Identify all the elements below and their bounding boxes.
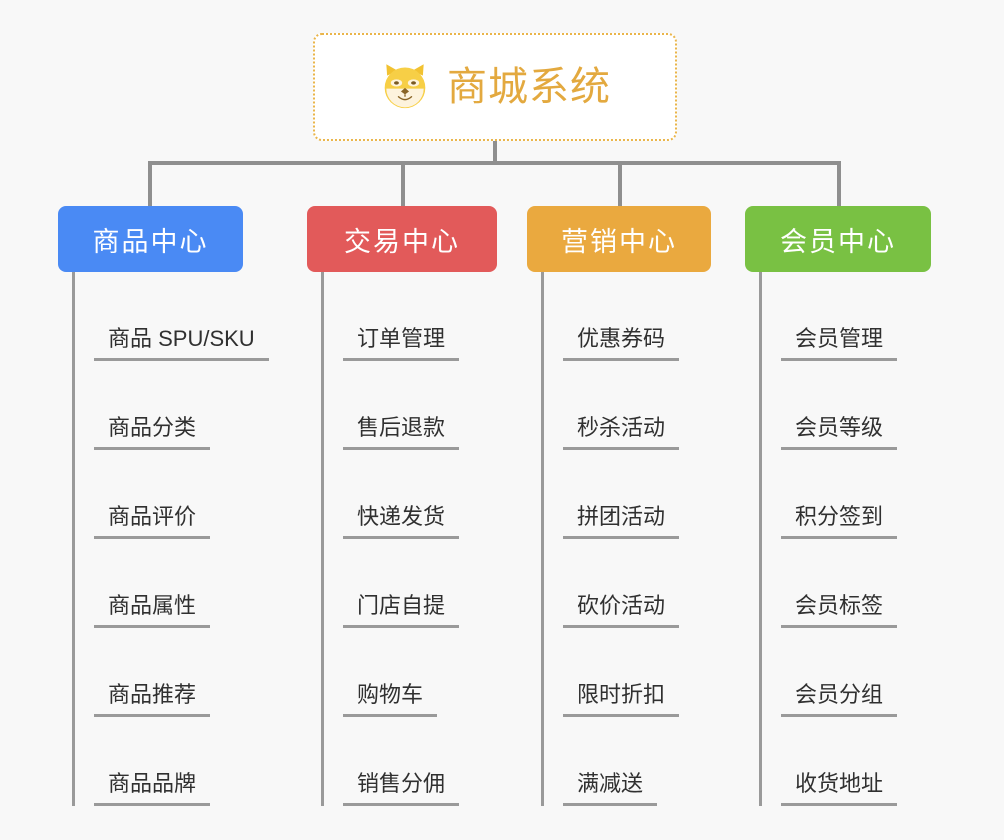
leaf-list-3: 优惠券码 秒杀活动 拼团活动 砍价活动 限时折扣 满减送: [527, 272, 742, 806]
branch-label-3: 营销中心: [561, 226, 677, 257]
leaf-label: 优惠券码: [563, 326, 680, 361]
leaf-item[interactable]: 收货地址: [759, 717, 960, 806]
shiba-dog-face-icon: [379, 61, 431, 113]
leaf-label: 会员管理: [781, 326, 898, 361]
leaf-label: 售后退款: [343, 415, 460, 450]
leaf-item[interactable]: 销售分佣: [321, 717, 522, 806]
leaf-label: 门店自提: [343, 593, 460, 628]
leaf-label: 购物车: [343, 682, 438, 717]
branch-column-1: 商品中心 商品 SPU/SKU 商品分类 商品评价 商品属性 商品推荐 商品品牌: [58, 206, 298, 806]
branch-column-2: 交易中心 订单管理 售后退款 快递发货 门店自提 购物车 销售分佣: [307, 206, 522, 806]
leaf-spine-4: [759, 272, 762, 806]
leaf-item[interactable]: 商品推荐: [72, 628, 298, 717]
leaf-item[interactable]: 拼团活动: [541, 450, 742, 539]
connector-drop-4: [837, 161, 841, 208]
connector-root-stem: [493, 141, 497, 164]
leaf-label: 订单管理: [343, 326, 460, 361]
leaf-list-1: 商品 SPU/SKU 商品分类 商品评价 商品属性 商品推荐 商品品牌: [58, 272, 298, 806]
leaf-label: 商品 SPU/SKU: [94, 326, 269, 361]
leaf-label: 商品分类: [94, 415, 211, 450]
leaf-item[interactable]: 购物车: [321, 628, 522, 717]
leaf-label: 快递发货: [343, 504, 460, 539]
leaf-spine-1: [72, 272, 75, 806]
connector-drop-3: [618, 161, 622, 208]
leaf-item[interactable]: 会员等级: [759, 361, 960, 450]
leaf-item[interactable]: 快递发货: [321, 450, 522, 539]
leaf-label: 秒杀活动: [563, 415, 680, 450]
leaf-label: 会员等级: [781, 415, 898, 450]
leaf-item[interactable]: 售后退款: [321, 361, 522, 450]
branch-label-1: 商品中心: [92, 226, 209, 257]
connector-drop-1: [148, 161, 152, 208]
leaf-spine-2: [321, 272, 324, 806]
branch-column-3: 营销中心 优惠券码 秒杀活动 拼团活动 砍价活动 限时折扣 满减送: [527, 206, 742, 806]
leaf-item[interactable]: 会员标签: [759, 539, 960, 628]
leaf-label: 限时折扣: [563, 682, 680, 717]
leaf-item[interactable]: 秒杀活动: [541, 361, 742, 450]
root-node[interactable]: 商城系统: [313, 33, 677, 141]
branch-column-4: 会员中心 会员管理 会员等级 积分签到 会员标签 会员分组 收货地址: [745, 206, 960, 806]
leaf-item[interactable]: 限时折扣: [541, 628, 742, 717]
leaf-label: 满减送: [563, 771, 658, 806]
leaf-item[interactable]: 满减送: [541, 717, 742, 806]
leaf-label: 砍价活动: [563, 593, 680, 628]
leaf-label: 拼团活动: [563, 504, 680, 539]
leaf-list-4: 会员管理 会员等级 积分签到 会员标签 会员分组 收货地址: [745, 272, 960, 806]
leaf-item[interactable]: 积分签到: [759, 450, 960, 539]
leaf-label: 积分签到: [781, 504, 898, 539]
leaf-item[interactable]: 商品品牌: [72, 717, 298, 806]
leaf-item[interactable]: 商品属性: [72, 539, 298, 628]
branch-header-3[interactable]: 营销中心: [527, 206, 711, 272]
leaf-label: 会员分组: [781, 682, 898, 717]
branch-label-2: 交易中心: [344, 226, 460, 257]
leaf-label: 商品推荐: [94, 682, 211, 717]
leaf-item[interactable]: 门店自提: [321, 539, 522, 628]
connector-horizontal-bus: [150, 161, 839, 165]
leaf-item[interactable]: 商品分类: [72, 361, 298, 450]
leaf-label: 收货地址: [781, 771, 898, 806]
leaf-item[interactable]: 会员分组: [759, 628, 960, 717]
leaf-label: 销售分佣: [343, 771, 460, 806]
root-title: 商城系统: [447, 65, 611, 109]
leaf-item[interactable]: 砍价活动: [541, 539, 742, 628]
leaf-label: 商品属性: [94, 593, 211, 628]
branch-label-4: 会员中心: [780, 226, 896, 257]
leaf-item[interactable]: 商品评价: [72, 450, 298, 539]
leaf-item[interactable]: 订单管理: [321, 272, 522, 361]
leaf-spine-3: [541, 272, 544, 806]
leaf-label: 会员标签: [781, 593, 898, 628]
connector-drop-2: [401, 161, 405, 208]
leaf-item[interactable]: 优惠券码: [541, 272, 742, 361]
leaf-list-2: 订单管理 售后退款 快递发货 门店自提 购物车 销售分佣: [307, 272, 522, 806]
branch-header-4[interactable]: 会员中心: [745, 206, 931, 272]
leaf-item[interactable]: 商品 SPU/SKU: [72, 272, 298, 361]
leaf-label: 商品品牌: [94, 771, 211, 806]
branch-header-2[interactable]: 交易中心: [307, 206, 497, 272]
leaf-label: 商品评价: [94, 504, 211, 539]
branch-header-1[interactable]: 商品中心: [58, 206, 243, 272]
leaf-item[interactable]: 会员管理: [759, 272, 960, 361]
